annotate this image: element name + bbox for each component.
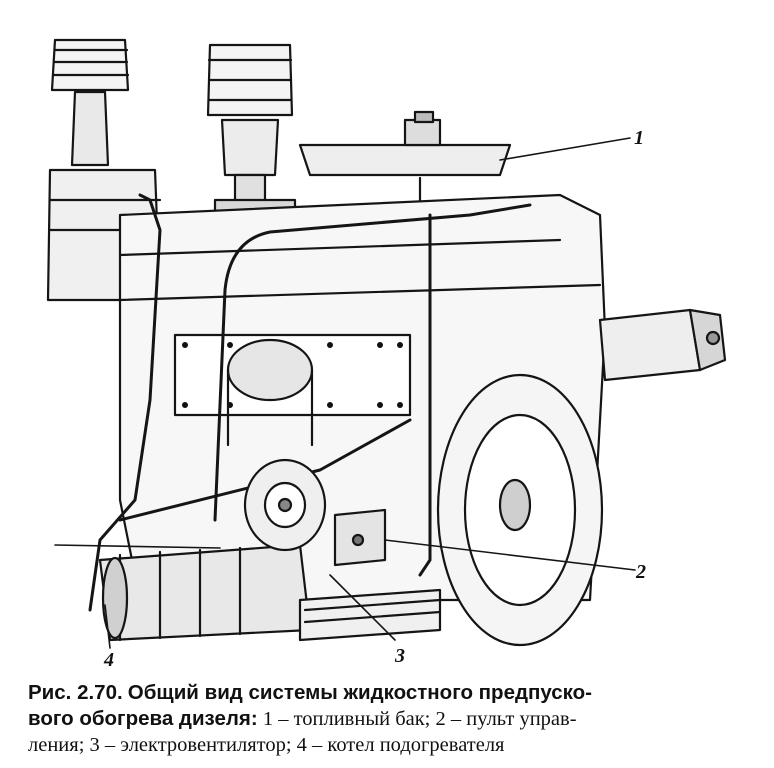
caption-line-3: ления; 3 – электровентилятор; 4 – котел … — [28, 732, 758, 758]
callout-3: 3 — [395, 645, 405, 667]
caption-item-2: ления; 3 – электровентилятор; 4 – котел … — [28, 734, 505, 756]
figure-caption: Рис. 2.70. Общий вид системы жидкостного… — [28, 680, 758, 758]
callout-2: 2 — [636, 561, 646, 583]
coolant-pipes — [88, 193, 532, 612]
engine-illustration — [46, 38, 727, 649]
flywheel — [436, 373, 604, 647]
callout-1: 1 — [634, 127, 644, 149]
callout-4: 4 — [104, 649, 114, 671]
caption-line-1: Рис. 2.70. Общий вид системы жидкостного… — [28, 680, 758, 706]
caption-line-2: вого обогрева дизеля: 1 – топливный бак;… — [28, 706, 758, 732]
control-panel — [333, 508, 387, 567]
fuel-tank — [298, 110, 512, 217]
caption-title-part-2: вого обогрева дизеля: — [28, 707, 258, 730]
caption-item-1: 1 – топливный бак; 2 – пульт управ- — [262, 708, 577, 730]
starter-motor — [598, 308, 727, 382]
electric-fan — [243, 458, 327, 552]
callout-leaders — [54, 137, 636, 649]
caption-figure-number: Рис. 2.70. — [28, 681, 123, 704]
air-filter-right — [206, 43, 297, 227]
caption-title-part-1: Общий вид системы жидкостного предпуско- — [127, 681, 593, 704]
heater-boiler — [98, 543, 312, 642]
